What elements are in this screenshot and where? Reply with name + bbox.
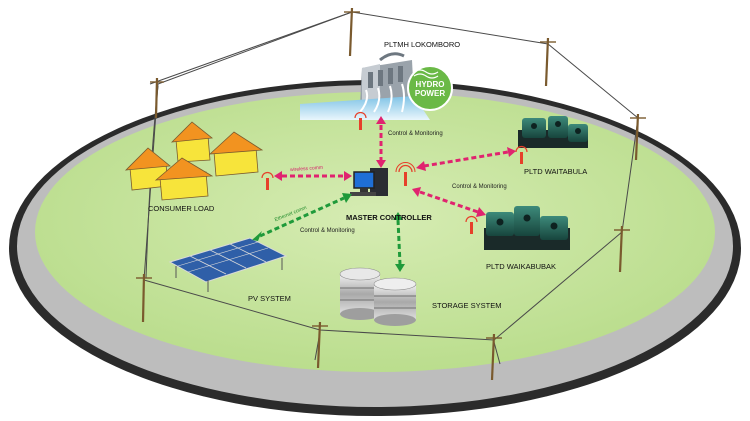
pole-7: [316, 321, 322, 369]
pv-array-graphic: [168, 237, 288, 292]
link-storage-master: [396, 219, 402, 265]
pole-6: [141, 273, 146, 323]
antenna-icons: [261, 111, 528, 234]
label-waikabubak: PLTD WAIKABUBAK: [486, 262, 557, 271]
pole-8: [490, 333, 496, 381]
consumer-houses-graphic: [124, 121, 264, 201]
antenna-icon-waikabubak: [465, 215, 478, 234]
label-link-pv: Control & Monitoring: [300, 228, 355, 234]
label-link-waitabula: Control & Monitoring: [452, 184, 507, 190]
pole-4: [634, 113, 640, 161]
link-waitabula-master: [423, 150, 509, 168]
label-consumer: CONSUMER LOAD: [148, 204, 215, 213]
antenna-icon-consumer: [261, 171, 274, 190]
label-master-controller: MASTER CONTROLLER: [346, 213, 432, 222]
arrow-heads: [252, 116, 516, 272]
label-pv-system: PV SYSTEM: [248, 294, 291, 303]
pole-2: [544, 37, 550, 87]
antenna-icon-hydro: [354, 111, 367, 130]
generator-waitabula-graphic: [518, 116, 588, 148]
pole-1: [348, 7, 354, 57]
hydro-badge-text: HYDRO POWER: [410, 80, 450, 98]
hydro-badge-line-2: POWER: [414, 89, 446, 98]
master-controller-computer: [350, 168, 388, 196]
hydro-plant-graphic: [300, 52, 430, 120]
generator-waikabubak-graphic: [484, 206, 570, 250]
label-hydro: PLTMH LOKOMBORO: [384, 40, 461, 49]
label-link-hydro: Control & Monitoring: [388, 131, 443, 137]
platform-grass: [35, 92, 715, 372]
storage-cylinders-graphic: [339, 267, 417, 326]
antenna-icon-waitabula: [515, 145, 528, 164]
hydro-badge-line-1: HYDRO: [415, 80, 445, 89]
pole-5: [618, 225, 624, 273]
pole-3: [154, 77, 159, 119]
utility-poles: [141, 7, 640, 381]
link-waikabubak-master: [419, 190, 479, 214]
antenna-icon-master: [395, 162, 416, 186]
link-pv-master: [259, 196, 345, 238]
link-arrows: [259, 125, 509, 265]
label-waitabula: PLTD WAITABULA: [524, 167, 588, 176]
label-storage: STORAGE SYSTEM: [432, 301, 502, 310]
hydro-power-badge: [407, 65, 453, 111]
